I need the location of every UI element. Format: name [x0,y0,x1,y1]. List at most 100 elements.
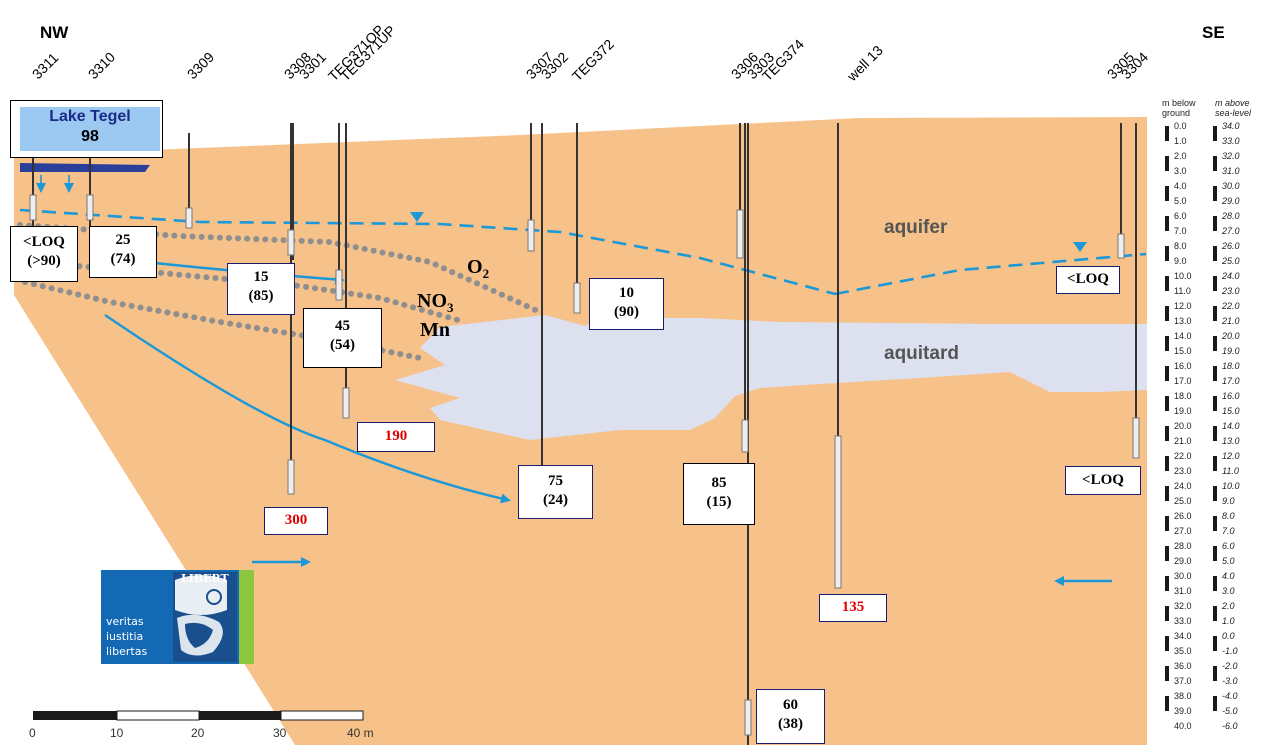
scale-segment [1213,696,1217,711]
measurement-value: 25 [115,232,131,248]
scale-value: 18.0 [1222,361,1240,371]
depth-scale-title: ground [1162,108,1190,118]
scale-value: 14.0 [1222,421,1240,431]
scale-value: 38.0 [1174,691,1192,701]
scale-value: 22.0 [1174,451,1192,461]
logo-text-line: veritas [106,615,144,628]
scale-segment [1165,126,1169,141]
no3-boundary-line [22,259,468,325]
scale-segment [1165,636,1169,651]
scale-segment [1213,276,1217,291]
deep-flow-arrow [104,314,511,504]
measurement-percent: (>90) [27,253,61,269]
scale-segment [1165,576,1169,591]
scale-value: -2.0 [1222,661,1238,671]
scale-value: 9.0 [1174,256,1187,266]
measurement-percent: (85) [248,288,274,304]
logo-text-line: libertas [106,645,147,658]
scale-segment [1165,606,1169,621]
scale-value: 20.0 [1221,331,1240,341]
scale-value: -4.0 [1222,691,1238,701]
scale-value: 25.0 [1174,496,1192,506]
scale-segment [1165,306,1169,321]
scale-value: 15.0 [1222,406,1240,416]
scale-value: 27.0 [1221,226,1240,236]
scale-tick-label: 20 [191,726,205,740]
scale-segment [1165,336,1169,351]
scale-value: 12.0 [1222,451,1240,461]
scale-value: 6.0 [1174,211,1187,221]
elevation-scale: m above sea-level 34.033.032.031.030.029… [1213,98,1252,731]
well-labels: 3311 3310 3309 3308 3301 TEG371OP TEG371… [29,22,1151,85]
scale-segment [1213,186,1217,201]
scale-value: 21.0 [1174,436,1192,446]
scale-segment [1213,426,1217,441]
measurement-value: <LOQ [23,234,65,250]
scale-value: 23.0 [1174,466,1192,476]
o2-label: O2 [467,256,489,281]
lake-value: 98 [81,128,99,145]
measurement-percent: (54) [330,337,355,353]
scale-value: 3.0 [1222,586,1235,596]
scale-tick-label: 30 [273,726,287,740]
scale-value: 32.0 [1222,151,1240,161]
measurement-box: 85 (15) [683,463,755,525]
measurement-value: 60 [783,697,798,713]
scale-value: 25.0 [1221,256,1240,266]
scale-segment [1165,216,1169,231]
scale-segment [1213,396,1217,411]
depth-scale-bars [1165,126,1169,711]
measurement-box: <LOQ [1065,466,1141,495]
lake-tegel-box: Lake Tegel 98 [10,100,163,158]
scale-value: 11.0 [1222,466,1239,476]
scale-value: 33.0 [1174,616,1192,626]
redox-labels: O2 NO3 Mn [417,256,489,341]
scale-segment [1213,606,1217,621]
scale-value: 27.0 [1174,526,1192,536]
scale-value: 22.0 [1221,301,1240,311]
scale-value: 30.0 [1222,181,1240,191]
measurement-percent: (90) [614,304,639,320]
depth-scale-title: m below [1162,98,1196,108]
scale-value: 32.0 [1174,601,1192,611]
well-label: well 13 [843,42,886,85]
depth-scale-labels: 0.01.02.03.04.05.06.07.08.09.010.011.012… [1174,121,1192,731]
scale-segment [1165,516,1169,531]
scale-segment [1213,486,1217,501]
elevation-scale-title: sea-level [1215,108,1252,118]
water-table-marker [410,212,424,222]
scale-value: 39.0 [1174,706,1192,716]
scale-value: 34.0 [1174,631,1192,641]
lake-tegel-label: Lake Tegel 98 [20,107,160,151]
scale-value: -1.0 [1222,646,1238,656]
measurement-box: 10 (90) [589,278,664,330]
measurement-box: 190 [357,422,435,452]
measurement-percent: (24) [543,492,568,508]
measurement-value: 15 [253,269,269,285]
scale-segment [1213,156,1217,171]
scale-segment [1213,126,1217,141]
measurement-value: <LOQ [1082,472,1124,488]
scale-value: 40.0 [1174,721,1192,731]
logo-seal-text: LIBERT [181,572,230,585]
elevation-scale-title: m above [1215,98,1250,108]
distance-scale-bar: 0 10 20 30 40 m [29,710,374,740]
scale-value: 9.0 [1222,496,1235,506]
scale-segment [1165,486,1169,501]
scale-value: 10.0 [1222,481,1240,491]
scale-value: 2.0 [1174,151,1187,161]
scale-segment [1165,246,1169,261]
scale-segment [1213,336,1217,351]
scale-tick-label: 10 [110,726,124,740]
measurement-box: <LOQ [1056,266,1120,294]
scale-value: 17.0 [1222,376,1240,386]
scale-value: 21.0 [1221,316,1240,326]
university-logo: LIBERT veritas iustitia libertas [101,570,254,664]
scale-segment [1213,546,1217,561]
scale-segment [1213,576,1217,591]
scale-value: 4.0 [1174,181,1187,191]
well-screens [29,194,1140,736]
water-table-line-east [834,252,1147,296]
scale-value: 37.0 [1174,676,1192,686]
measurement-box: 60 (38) [756,689,825,744]
